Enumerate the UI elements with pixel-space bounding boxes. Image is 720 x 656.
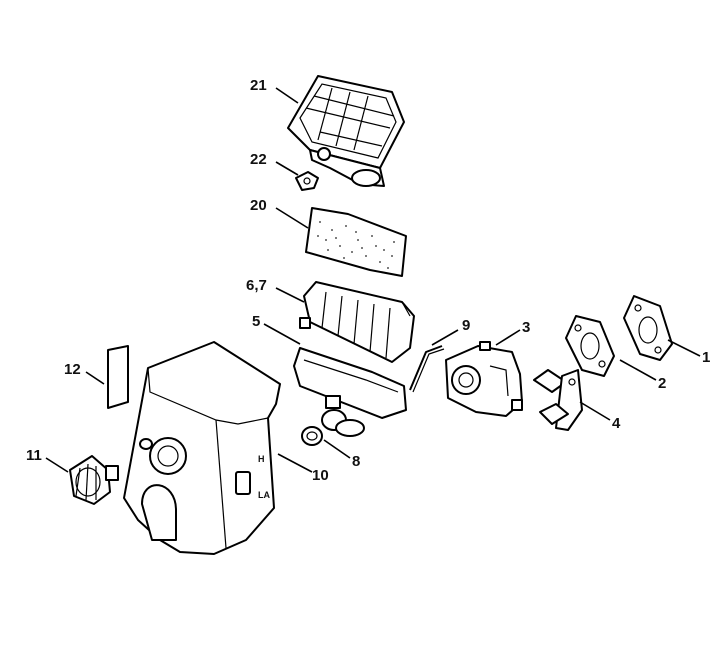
leader-lines <box>45 87 701 473</box>
cover-mark-la: LA <box>258 490 270 500</box>
part-bracket <box>533 369 583 431</box>
callout-1: 1 <box>702 349 710 366</box>
callout-labels: 21 22 20 6,7 5 9 3 1 2 4 12 11 10 8 <box>26 77 710 484</box>
cover-mark-h: H <box>258 454 265 464</box>
part-label-sticker <box>107 345 129 409</box>
part-screw <box>295 171 319 191</box>
part-grommet <box>301 426 323 446</box>
callout-8: 8 <box>352 453 360 470</box>
callout-4: 4 <box>612 415 621 432</box>
part-gasket-2 <box>565 315 615 377</box>
callout-21: 21 <box>250 77 267 94</box>
part-foam-filter <box>305 207 407 277</box>
part-shroud-cover: H LA <box>123 341 281 555</box>
part-knob <box>69 455 119 505</box>
callout-22: 22 <box>250 151 267 168</box>
callout-12: 12 <box>64 361 81 378</box>
part-choke-rod <box>409 345 445 393</box>
callout-6-7: 6,7 <box>246 277 267 294</box>
part-carburetor <box>445 341 523 417</box>
callout-5: 5 <box>252 313 260 330</box>
callout-10: 10 <box>312 467 329 484</box>
callout-9: 9 <box>462 317 470 334</box>
callout-2: 2 <box>658 375 666 392</box>
callout-3: 3 <box>522 319 530 336</box>
part-intake-grille <box>299 281 415 363</box>
part-gasket-1 <box>623 295 673 361</box>
part-base-plate <box>293 347 407 437</box>
callout-20: 20 <box>250 197 267 214</box>
part-air-filter <box>287 75 405 187</box>
callout-11: 11 <box>26 447 42 464</box>
